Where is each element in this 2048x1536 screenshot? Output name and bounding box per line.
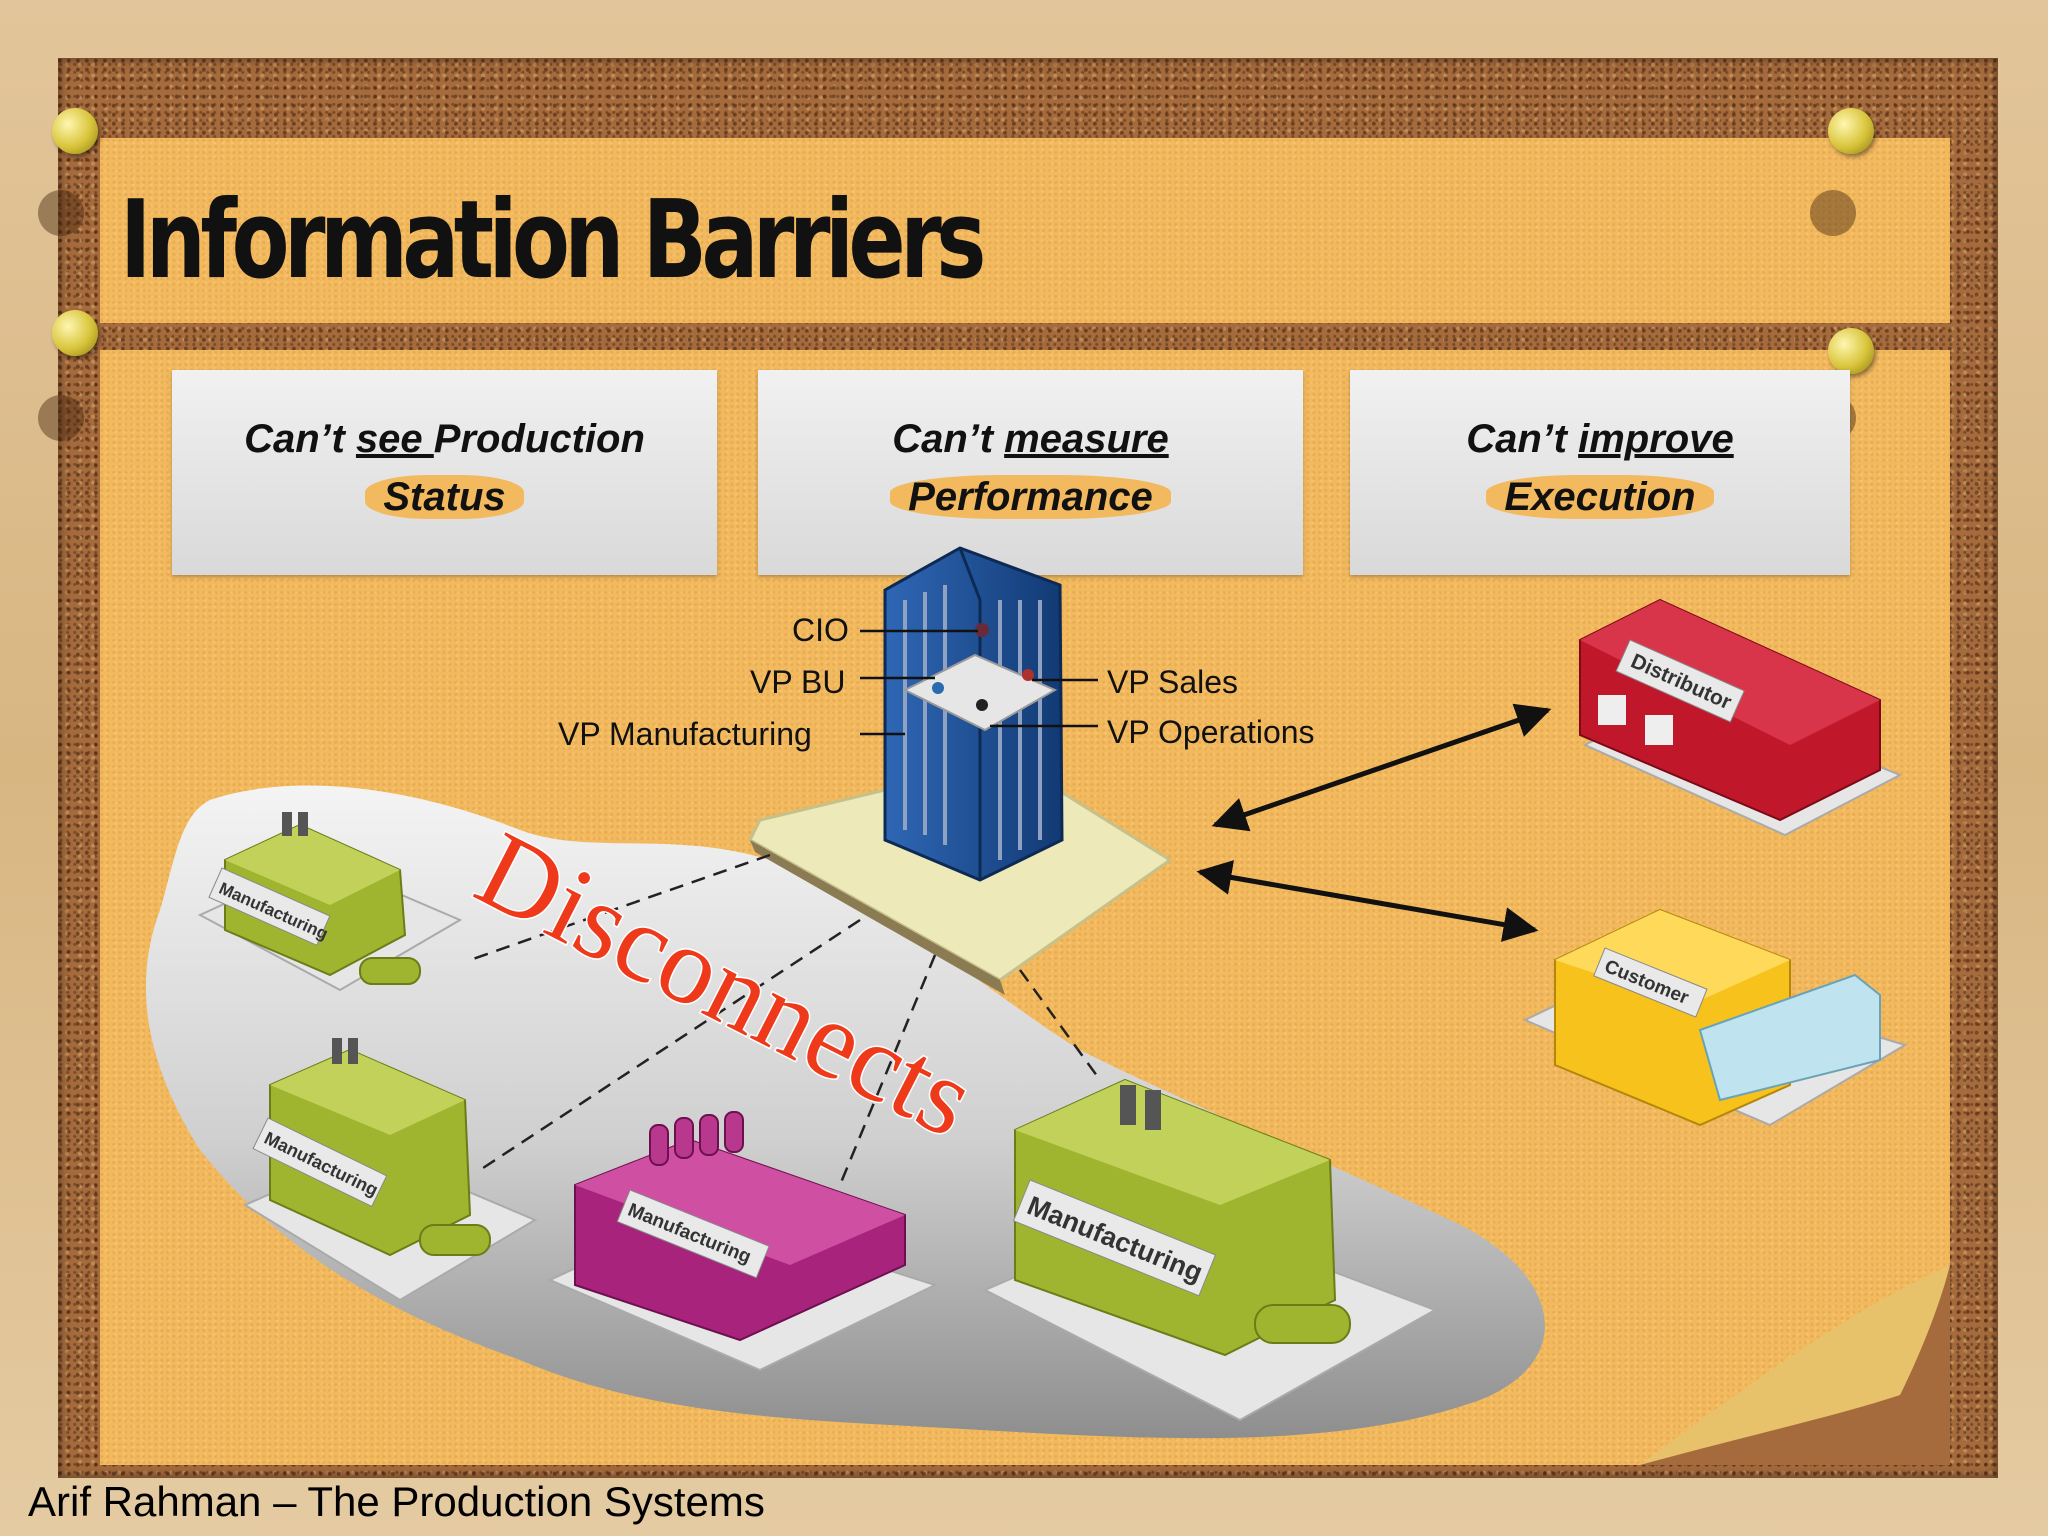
barrier-keyword: see bbox=[355, 417, 434, 461]
page-curl bbox=[1640, 1265, 1950, 1465]
barrier-keyword: improve bbox=[1578, 417, 1734, 461]
pin-icon bbox=[1828, 108, 1874, 154]
arrow-distributor bbox=[1211, 703, 1552, 832]
footer-credit: Arif Rahman – The Production Systems bbox=[28, 1478, 765, 1525]
dashed-links bbox=[469, 853, 1102, 1186]
arrow-customer bbox=[1196, 860, 1539, 942]
barrier-text: Can’t bbox=[1466, 417, 1579, 461]
role-label-vp-bu: VP BU bbox=[750, 664, 846, 700]
pin-shadow bbox=[1810, 190, 1856, 236]
headquarters-tower-icon bbox=[883, 546, 1064, 882]
role-label-vp-operations: VP Operations bbox=[1107, 714, 1315, 750]
barrier-box-performance: Can’t measure Performance bbox=[758, 370, 1303, 575]
manufacturing-plant-icon-1: Manufacturing bbox=[197, 812, 463, 992]
role-label-vp-manufacturing: VP Manufacturing bbox=[558, 716, 812, 752]
pin-shadow bbox=[38, 190, 84, 236]
barrier-text: Status bbox=[365, 475, 524, 519]
barrier-keyword: measure bbox=[1004, 417, 1169, 461]
barrier-text: Execution bbox=[1486, 475, 1714, 519]
role-label-vp-sales: VP Sales bbox=[1107, 664, 1239, 700]
barrier-box-execution: Can’t improve Execution bbox=[1350, 370, 1850, 575]
role-leader-lines bbox=[860, 629, 1098, 736]
customer-building-icon: Customer bbox=[1522, 908, 1908, 1127]
barrier-text: Can’t bbox=[892, 417, 1005, 461]
barrier-box-production-status: Can’t see Production Status bbox=[172, 370, 717, 575]
title-paper bbox=[100, 138, 1950, 323]
manufacturing-plant-icon-2: Manufacturing bbox=[242, 1038, 538, 1302]
role-label-cio: CIO bbox=[792, 612, 849, 648]
barrier-text: Performance bbox=[890, 475, 1171, 519]
pin-icon bbox=[1828, 328, 1874, 374]
pin-icon bbox=[52, 108, 98, 154]
slide-title: Information Barriers bbox=[120, 178, 986, 303]
manufacturing-plant-icon-4: Manufacturing bbox=[982, 1078, 1438, 1422]
manufacturing-plant-icon-3: Manufacturing bbox=[547, 1111, 938, 1372]
distributor-building-icon: Distributor bbox=[1579, 598, 1903, 837]
pin-icon bbox=[52, 310, 98, 356]
pin-shadow bbox=[38, 395, 84, 441]
barrier-text: Production bbox=[433, 417, 645, 461]
barrier-text: Can’t bbox=[244, 417, 356, 461]
